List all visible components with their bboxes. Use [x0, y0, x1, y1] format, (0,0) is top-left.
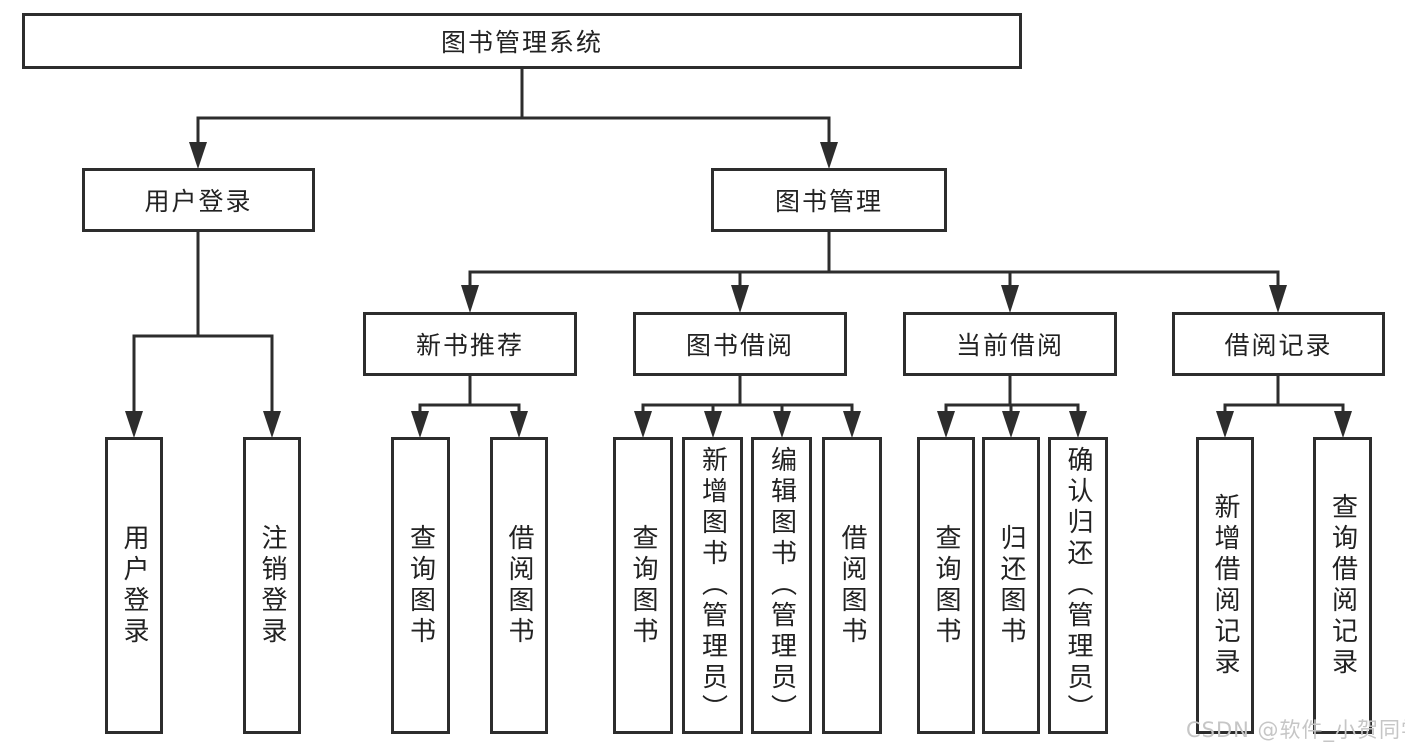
- node-book-borrow: 图书借阅: [633, 312, 847, 376]
- leaf-borrow-books-borrow: 借阅图书: [822, 437, 882, 734]
- leaf-edit-book-admin: 编辑图书（管理员）: [751, 437, 812, 734]
- leaf-user-login: 用户登录: [105, 437, 163, 734]
- leaf-label: 借阅图书: [837, 523, 867, 648]
- leaf-label: 确认归还（管理员）: [1063, 446, 1093, 725]
- node-label: 当前借阅: [955, 331, 1064, 360]
- leaf-label: 查询图书: [931, 523, 961, 648]
- leaf-label: 新增借阅记录: [1210, 492, 1240, 679]
- leaf-label: 借阅图书: [504, 523, 534, 648]
- leaf-logout: 注销登录: [243, 437, 301, 734]
- node-label: 图书管理: [774, 187, 883, 216]
- node-label: 借阅记录: [1224, 331, 1333, 360]
- node-current-borrow: 当前借阅: [903, 312, 1117, 376]
- leaf-query-borrow-record: 查询借阅记录: [1313, 437, 1372, 734]
- leaf-label: 查询图书: [628, 523, 658, 648]
- node-label: 新书推荐: [415, 331, 524, 360]
- leaf-query-books-current: 查询图书: [917, 437, 975, 734]
- leaf-label: 编辑图书（管理员）: [766, 446, 797, 725]
- node-library-management-system: 图书管理系统: [22, 13, 1022, 69]
- leaf-label: 用户登录: [119, 523, 149, 648]
- node-label: 用户登录: [144, 187, 253, 216]
- leaf-borrow-books-recommend: 借阅图书: [490, 437, 548, 734]
- arrowhead-icons: [125, 142, 1352, 438]
- node-user-login: 用户登录: [82, 168, 315, 232]
- leaf-return-book: 归还图书: [982, 437, 1040, 734]
- leaf-label: 新增图书（管理员）: [697, 446, 728, 725]
- csdn-watermark: CSDN @软件_小贺同学: [1186, 718, 1405, 742]
- leaf-label: 注销登录: [257, 523, 287, 648]
- leaf-label: 查询借阅记录: [1327, 492, 1358, 679]
- node-label: 图书借阅: [685, 331, 794, 360]
- node-new-book-recommend: 新书推荐: [363, 312, 577, 376]
- leaf-label: 查询图书: [405, 523, 436, 648]
- leaf-label: 归还图书: [996, 523, 1026, 648]
- leaf-add-borrow-record: 新增借阅记录: [1196, 437, 1254, 734]
- node-borrow-records: 借阅记录: [1172, 312, 1385, 376]
- node-label: 图书管理系统: [440, 28, 603, 57]
- leaf-add-book-admin: 新增图书（管理员）: [682, 437, 743, 734]
- node-book-management: 图书管理: [711, 168, 947, 232]
- leaf-confirm-return-admin: 确认归还（管理员）: [1048, 437, 1108, 734]
- leaf-query-books-borrow: 查询图书: [613, 437, 673, 734]
- leaf-query-books-recommend: 查询图书: [391, 437, 450, 734]
